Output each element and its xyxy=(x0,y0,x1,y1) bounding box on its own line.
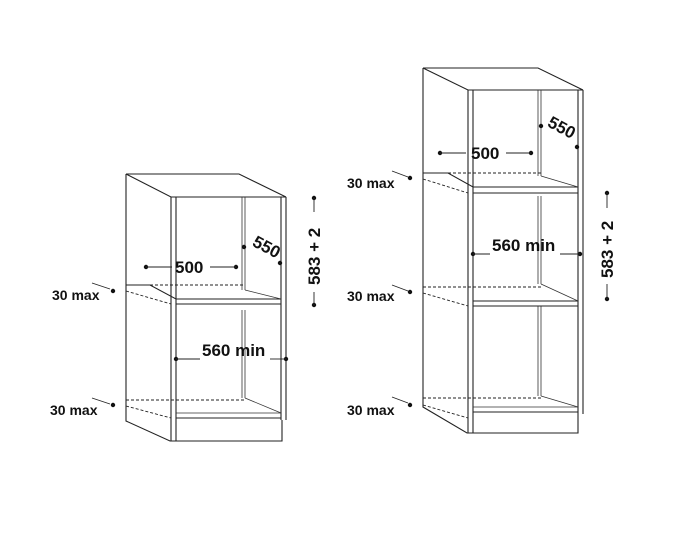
left-gap-upper-label: 30 max xyxy=(52,287,100,303)
right-width-dimension: 500 xyxy=(437,144,534,163)
left-cabinet xyxy=(125,173,287,442)
right-depth-dimension: 550 xyxy=(538,113,580,150)
left-gap-lower: 30 max xyxy=(50,397,116,418)
right-gap-top: 30 max xyxy=(347,170,413,191)
right-depth-label: 550 xyxy=(545,113,579,143)
left-opening-height-dimension: 583 + 2 xyxy=(305,195,324,308)
right-gap-bottom-label: 30 max xyxy=(347,402,395,418)
right-opening-height-dimension: 583 + 2 xyxy=(598,190,617,302)
right-width-label: 500 xyxy=(471,144,499,163)
left-gap-upper: 30 max xyxy=(52,282,116,303)
left-depth-dimension: 550 xyxy=(241,232,284,266)
left-depth-label: 550 xyxy=(250,232,284,262)
left-width-dimension: 500 xyxy=(143,258,239,277)
right-gap-middle: 30 max xyxy=(347,284,413,304)
right-gap-bottom: 30 max xyxy=(347,396,413,418)
right-cabinet xyxy=(422,67,584,434)
right-opening-width-label: 560 min xyxy=(492,236,555,255)
right-gap-middle-label: 30 max xyxy=(347,288,395,304)
right-opening-height-label: 583 + 2 xyxy=(598,221,617,278)
left-opening-width-dimension: 560 min xyxy=(173,341,289,362)
left-width-label: 500 xyxy=(175,258,203,277)
left-opening-height-label: 583 + 2 xyxy=(305,228,324,285)
right-opening-width-dimension: 560 min xyxy=(470,236,583,257)
right-gap-top-label: 30 max xyxy=(347,175,395,191)
left-opening-width-label: 560 min xyxy=(202,341,265,360)
left-gap-lower-label: 30 max xyxy=(50,402,98,418)
